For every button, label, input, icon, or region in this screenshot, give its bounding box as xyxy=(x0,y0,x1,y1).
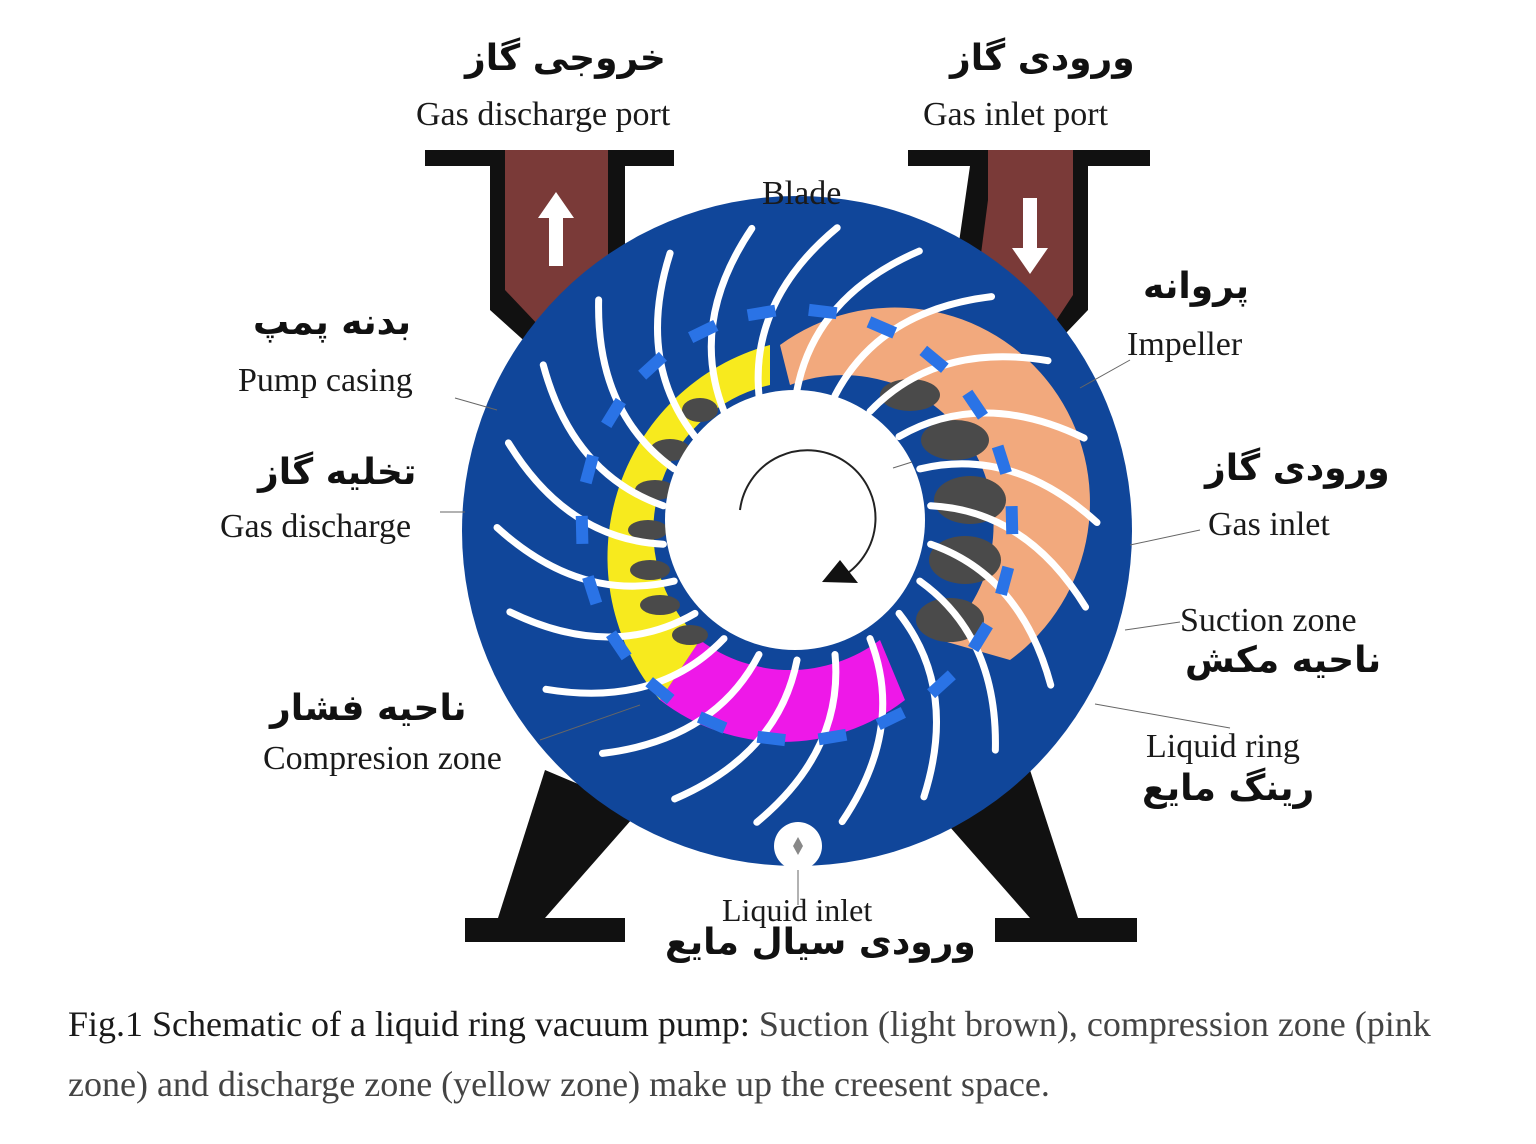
gas-inlet-label-fa: ورودی گاز xyxy=(1205,448,1390,489)
blade-tip xyxy=(968,622,993,653)
gas-pocket xyxy=(640,595,680,615)
leader-line xyxy=(454,397,498,411)
liquid-inlet-label: Liquid inlet xyxy=(722,892,873,928)
figure-caption: Fig.1 Schematic of a liquid ring vacuum … xyxy=(68,994,1488,1114)
gas-pocket xyxy=(630,560,670,580)
rotation-arrow-head xyxy=(822,560,858,583)
right-foot xyxy=(995,918,1137,942)
blade-tip xyxy=(645,677,675,705)
suction-zone-label-fa: ناحیه مکش xyxy=(1185,640,1382,681)
impeller-blades xyxy=(493,224,1101,826)
blade-tip xyxy=(575,515,589,545)
blade-tip xyxy=(991,444,1012,475)
blade-tip xyxy=(746,304,777,322)
impeller-label-fa: پروانه xyxy=(1143,266,1249,307)
leader-line xyxy=(1124,621,1181,631)
leader-line xyxy=(1094,703,1231,729)
left-foot xyxy=(465,918,625,942)
blade-tip xyxy=(927,670,956,699)
compression-zone-label-fa: ناحیه فشار xyxy=(270,688,467,729)
inlet-arrow xyxy=(1012,198,1048,274)
leader-line xyxy=(892,461,913,469)
suction-zone-label: Suction zone xyxy=(1180,602,1357,639)
leader-lines xyxy=(440,359,1231,905)
blade-tip xyxy=(1005,505,1019,535)
pump-casing-label-fa: بدنه پمپ xyxy=(253,302,411,343)
discharge-port-label: Gas discharge port xyxy=(416,96,671,133)
impeller-label: Impeller xyxy=(1127,326,1243,363)
blade-tip xyxy=(875,706,906,730)
inlet-port-label-fa: ورودی گاز xyxy=(950,38,1135,79)
blade-tip xyxy=(638,351,667,380)
leader-line xyxy=(1129,529,1201,546)
liquid-inlet-marker xyxy=(793,837,803,855)
blade-tip xyxy=(756,730,786,747)
gas-pocket xyxy=(682,398,718,422)
gas-discharge-label: Gas discharge xyxy=(220,508,412,545)
gas-pocket xyxy=(628,520,668,540)
liquid-inlet-label-fa: ورودی سیال مایع xyxy=(665,922,976,963)
caption-rest: Suction (light brown), compression zone … xyxy=(68,1004,1431,1104)
blade-tip xyxy=(995,565,1015,596)
liquid-ring-label-fa: رینگ مایع xyxy=(1142,768,1315,809)
gas-pocket xyxy=(921,420,989,460)
blade-tip xyxy=(696,711,728,734)
inlet-port-label: Gas inlet port xyxy=(923,96,1109,133)
blade-tip xyxy=(688,320,719,344)
blade-tip xyxy=(866,316,898,339)
blade-tip xyxy=(601,397,626,428)
leader-line xyxy=(539,704,641,741)
compression-zone-label: Compresion zone xyxy=(263,740,502,777)
blade-tip xyxy=(817,728,848,746)
compression-zone xyxy=(660,640,905,742)
blade-tip xyxy=(962,389,988,420)
blade-label: Blade xyxy=(762,175,842,212)
impeller-hub xyxy=(665,390,925,650)
gas-pocket xyxy=(672,625,708,645)
gas-discharge-label-fa: تخلیه گاز xyxy=(258,452,417,493)
discharge-port-label-fa: خروجی گاز xyxy=(465,38,666,79)
blade-tip xyxy=(919,345,949,373)
gas-pocket xyxy=(934,476,1006,524)
blade-tip xyxy=(582,575,603,606)
blade-tip xyxy=(579,454,599,485)
discharge-arrow xyxy=(538,192,574,266)
liquid-ring-label: Liquid ring xyxy=(1146,728,1300,765)
left-leg xyxy=(498,770,640,918)
pump-casing-label: Pump casing xyxy=(238,362,413,399)
rotation-arrow xyxy=(739,449,877,583)
blade-tip xyxy=(606,630,632,661)
blade-tip xyxy=(808,303,838,320)
gas-inlet-label: Gas inlet xyxy=(1208,506,1330,543)
caption-lead: Fig.1 Schematic of a liquid ring vacuum … xyxy=(68,1004,750,1044)
leader-line xyxy=(1079,359,1131,389)
